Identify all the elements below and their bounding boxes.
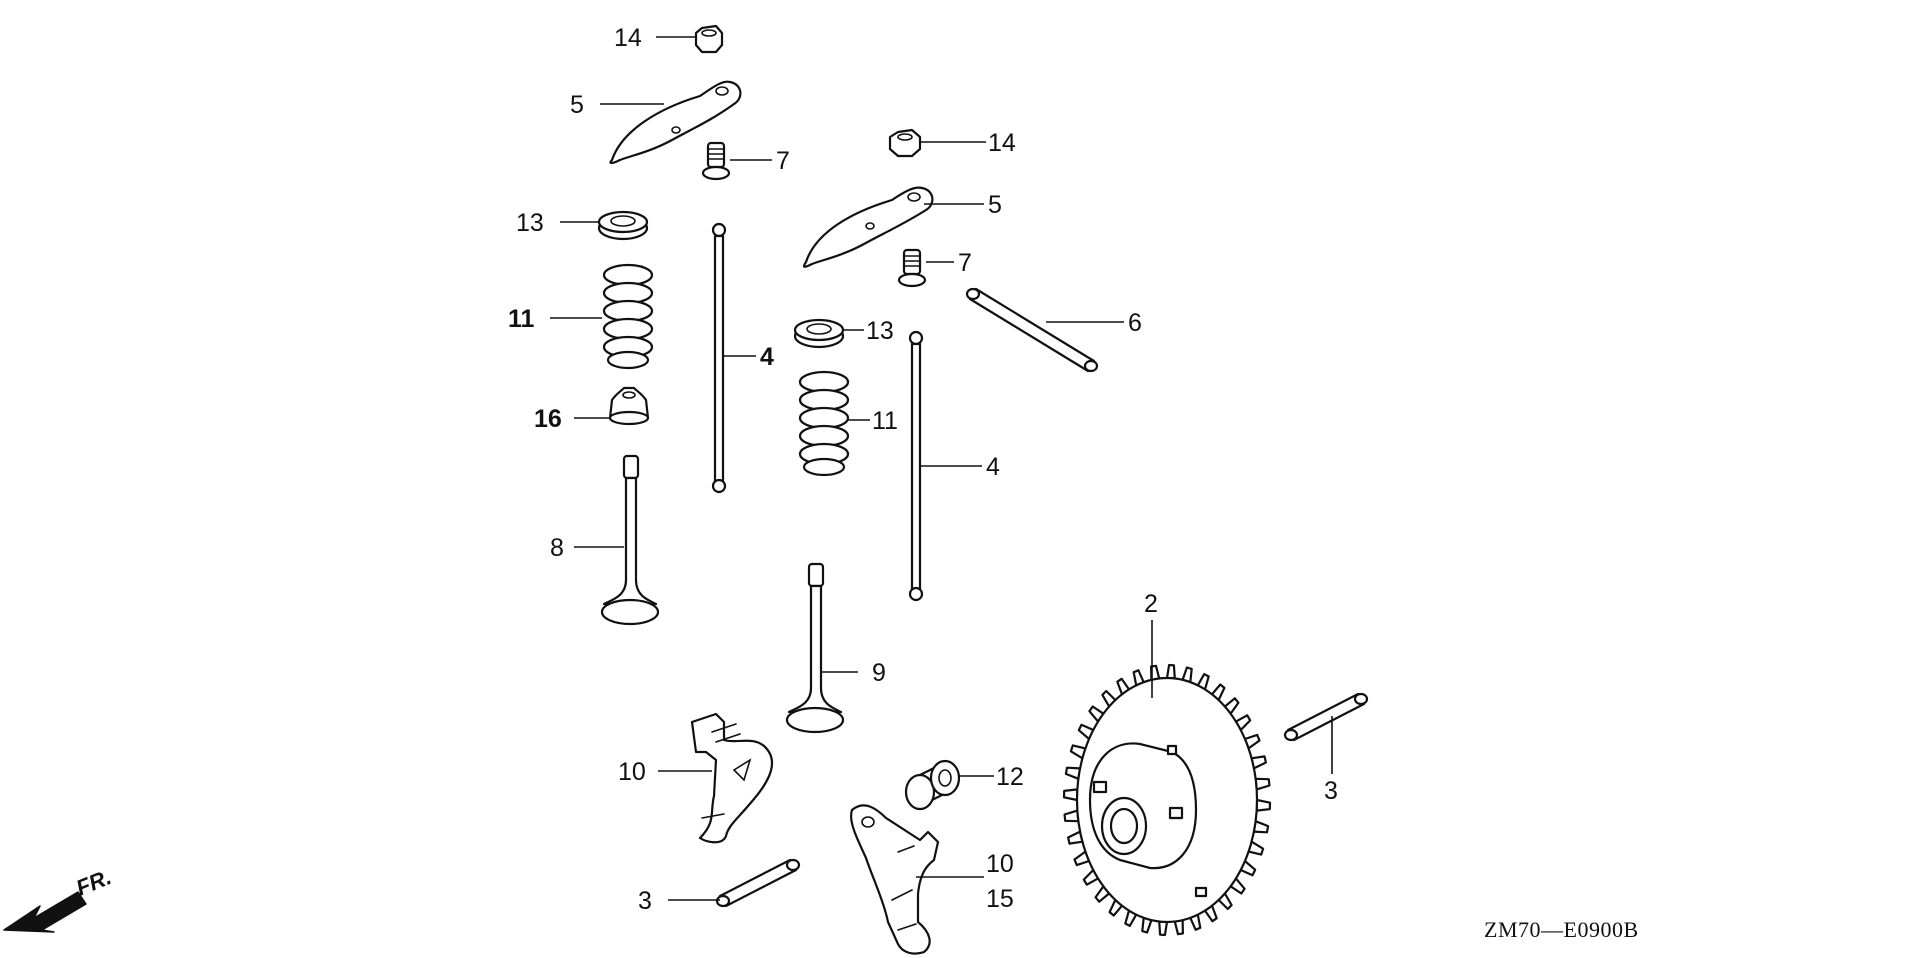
part-2-camshaft-gear[interactable] [1062,663,1272,937]
part-9-exhaust-valve[interactable] [785,562,845,734]
part-6-rocker-shaft[interactable] [965,287,1099,373]
part-16-stem-seal[interactable] [608,386,650,426]
callout-10: 10 [618,758,646,786]
callout-15: 15 [986,885,1014,913]
part-3-pin-right[interactable] [1283,692,1369,742]
callout-7: 7 [958,249,972,277]
part-4-push-rod-right[interactable] [908,330,924,602]
callout-7: 7 [776,147,790,175]
part-10-valve-lifter-upper[interactable] [690,712,774,844]
callout-4: 4 [986,453,1000,481]
part-8-intake-valve[interactable] [600,454,660,626]
part-7-pivot-adjuster-right[interactable] [897,248,927,288]
callout-11: 11 [508,305,535,333]
gear-tooth [1255,798,1272,812]
callout-13: 13 [866,317,894,345]
gear-tooth [1063,809,1080,823]
callout-4: 4 [760,343,774,371]
diagram-code: ZM70—E0900B [1484,917,1639,942]
callout-14: 14 [988,129,1016,157]
part-14-nut-left[interactable] [694,24,724,54]
callout-8: 8 [550,534,564,562]
part-7-pivot-adjuster-left[interactable] [701,141,731,181]
part-5-rocker-arm-right[interactable] [802,186,934,268]
gear-tooth [1158,920,1169,937]
callout-14: 14 [614,24,642,52]
part-12-bushing[interactable] [904,759,961,811]
callout-2: 2 [1144,590,1158,618]
part-13-spring-retainer-right[interactable] [793,318,845,349]
callout-3: 3 [1324,777,1338,805]
part-10-15-valve-lifter-lower[interactable] [850,804,940,955]
gear-tooth [1254,777,1271,791]
callout-13: 13 [516,209,544,237]
gear-tooth [1062,788,1079,802]
gear-tooth [1165,663,1176,680]
front-direction-label: FR. [73,864,115,900]
part-5-rocker-arm-left[interactable] [609,80,742,165]
part-4-push-rod-left[interactable] [711,222,727,494]
callout-5: 5 [988,191,1002,219]
callout-16: 16 [534,405,562,433]
callout-6: 6 [1128,309,1142,337]
callout-3: 3 [638,887,652,915]
callout-5: 5 [570,91,584,119]
callout-12: 12 [996,763,1024,791]
part-13-spring-retainer-left[interactable] [597,210,649,241]
front-direction-arrow-icon [3,891,87,933]
part-14-nut-right[interactable] [888,128,922,158]
callout-9: 9 [872,659,886,687]
part-11-valve-spring-right[interactable] [798,370,850,477]
part-3-pin-left[interactable] [715,858,801,908]
callout-10: 10 [986,850,1014,878]
callout-11: 11 [872,407,898,435]
part-11-valve-spring-left[interactable] [602,263,654,370]
